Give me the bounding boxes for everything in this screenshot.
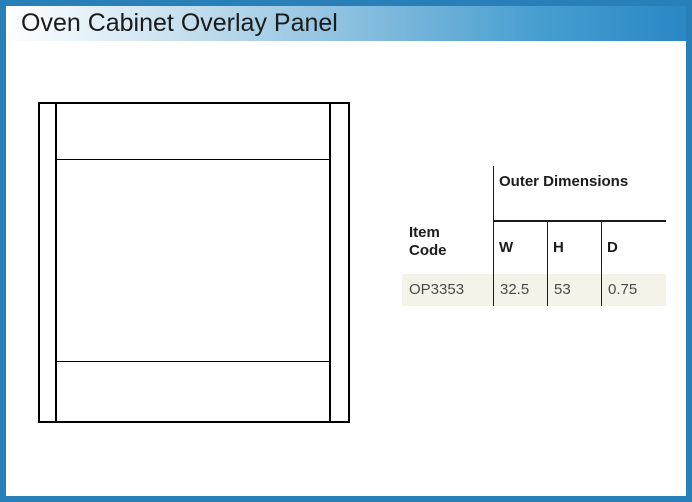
cabinet-outline-bottom xyxy=(38,421,350,423)
table-header-item-code: Item Code xyxy=(409,224,447,259)
page-header-bar: Oven Cabinet Overlay Panel xyxy=(6,6,686,41)
table-divider-col-2 xyxy=(547,222,548,306)
table-row-highlight xyxy=(402,274,666,306)
table-header-d: D xyxy=(607,239,618,256)
cabinet-outline-right xyxy=(348,102,350,423)
cabinet-left-stile-line xyxy=(55,102,57,423)
table-divider-group-left xyxy=(493,166,494,220)
table-cell-d: 0.75 xyxy=(608,281,638,298)
table-header-w: W xyxy=(499,239,514,256)
table-rule-under-group-header xyxy=(493,220,666,222)
table-divider-col-1 xyxy=(493,222,494,306)
table-header-h: H xyxy=(553,239,564,256)
page-title: Oven Cabinet Overlay Panel xyxy=(21,9,338,37)
cabinet-drawing xyxy=(6,41,386,496)
cabinet-outline-top xyxy=(38,102,350,104)
table-group-header-outer-dimensions: Outer Dimensions xyxy=(499,173,629,190)
cabinet-right-stile-line xyxy=(329,102,331,423)
table-cell-item-code: OP3353 xyxy=(409,281,465,298)
cabinet-outline-left xyxy=(38,102,40,423)
table-cell-w: 32.5 xyxy=(500,281,530,298)
table-divider-col-3 xyxy=(601,222,602,306)
cabinet-top-rail-line xyxy=(55,159,331,160)
table-cell-h: 53 xyxy=(554,281,571,298)
cabinet-bottom-rail-line xyxy=(55,361,331,362)
dimensions-table: Outer Dimensions Item Code W H D OP3353 … xyxy=(402,161,670,311)
